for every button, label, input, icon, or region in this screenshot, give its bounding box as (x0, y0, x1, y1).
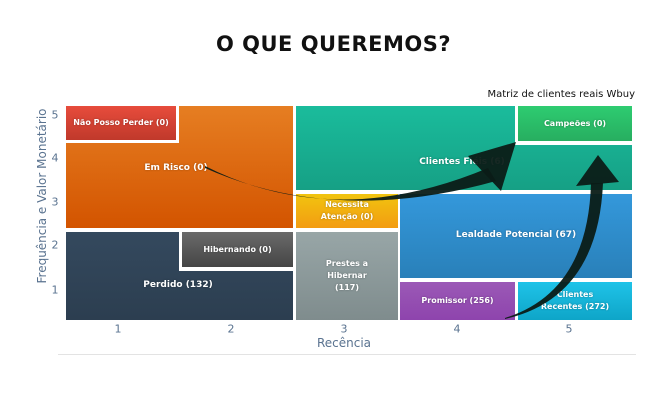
arrow-head-icon (468, 142, 516, 191)
x-tick: 4 (453, 322, 461, 336)
segment-clientes-recentes: Clientes Recentes (272) (518, 282, 632, 320)
y-tick: 5 (51, 108, 59, 122)
arrow-head-icon (576, 155, 619, 186)
segment-label: Lealdade Potencial (67) (455, 230, 577, 241)
y-axis-label: Frequência e Valor Monetário (35, 108, 49, 284)
segment-hibernando: Hibernando (0) (182, 232, 293, 267)
x-tick: 1 (114, 322, 122, 336)
segment-promissor: Promissor (256) (400, 282, 515, 320)
x-tick: 3 (340, 322, 348, 336)
segment-label: Promissor (256) (421, 296, 494, 305)
y-tick: 2 (51, 238, 59, 252)
y-tick: 1 (51, 283, 59, 297)
divider (58, 354, 636, 355)
y-tick: 3 (51, 195, 59, 209)
segment-label: Necessita Atenção (0) (320, 200, 374, 221)
segment-label: Prestes a Hibernar (117) (325, 259, 369, 292)
segment-label: Hibernando (0) (203, 244, 272, 254)
arrow-em-risco-to-fieis (205, 166, 496, 201)
segment-label: Em Risco (0) (144, 163, 208, 173)
chart-title: Matriz de clientes reais Wbuy (487, 89, 635, 100)
segment-label: Clientes Fiéis (6) (419, 157, 505, 167)
y-tick: 4 (51, 151, 59, 165)
segment-campeoes: Campeões (0) (518, 106, 632, 141)
segment-nao-posso-perder: Não Posso Perder (0) (66, 106, 176, 140)
segment-label: Campeões (0) (543, 118, 607, 128)
segment-prestes-hibernar: Prestes a Hibernar (117) (296, 232, 398, 320)
x-axis-label: Recência (316, 336, 372, 350)
page-title: O QUE QUEREMOS? (215, 32, 452, 56)
x-tick: 5 (565, 322, 573, 336)
segment-label: Perdido (132) (143, 280, 213, 290)
x-tick: 2 (227, 322, 235, 336)
arrow-promissor-to-campeoes (505, 183, 603, 319)
segment-label: Não Posso Perder (0) (73, 118, 169, 127)
segment-label: Clientes Recentes (272) (540, 290, 610, 311)
